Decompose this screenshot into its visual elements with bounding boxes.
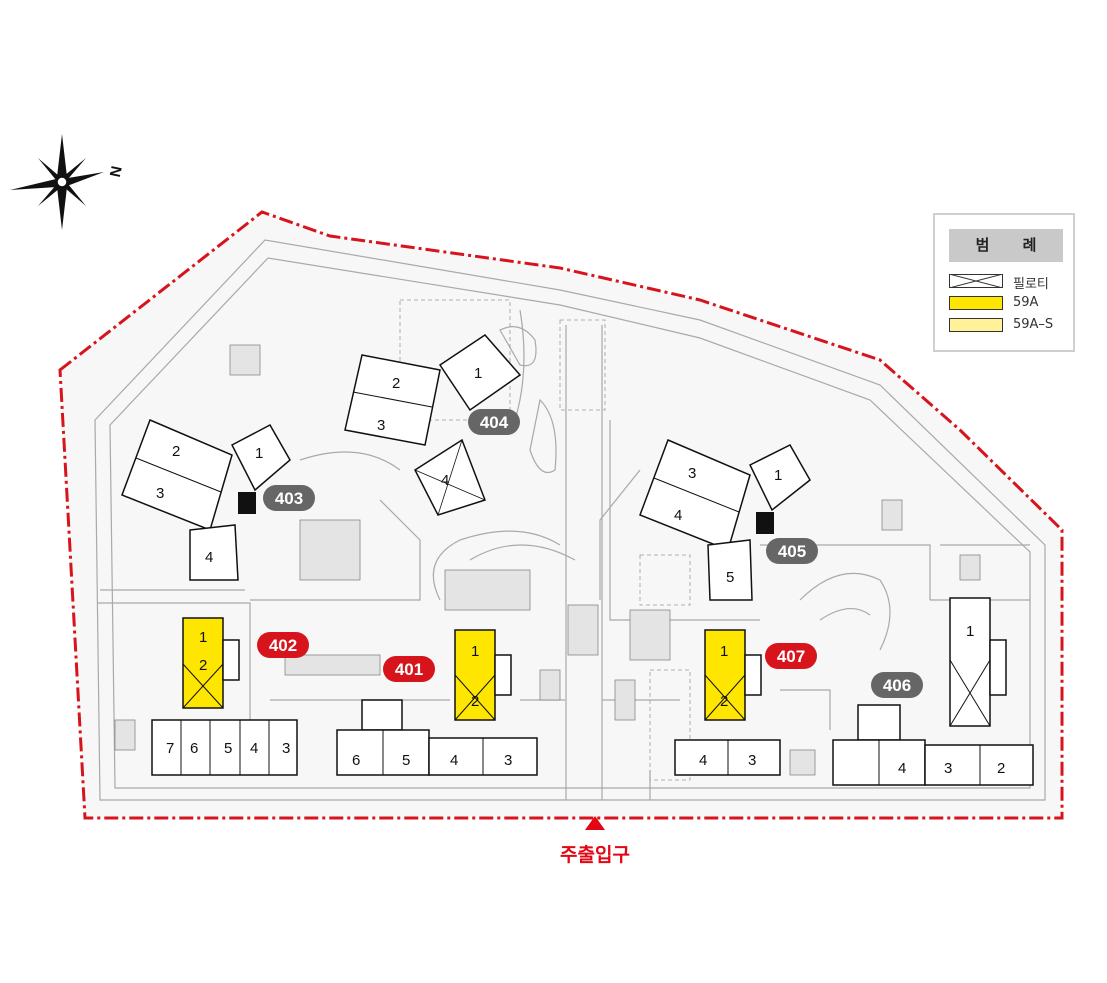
unit-label: 2 [471, 693, 479, 710]
unit-label: 4 [205, 549, 213, 566]
building-401: 1 2 3 4 5 6 [336, 629, 538, 776]
unit-label: 1 [199, 629, 207, 646]
landscape-areas [114, 344, 981, 776]
unit-label: 3 [282, 740, 290, 757]
unit-label: 1 [966, 623, 974, 640]
badge-404[interactable]: 404 [468, 409, 520, 435]
unit-label: 2 [392, 375, 400, 392]
compass-rose-icon [10, 134, 104, 230]
badge-label: 405 [778, 542, 806, 561]
badge-label: 404 [480, 413, 509, 432]
building-404: 1 2 3 4 [344, 334, 522, 516]
legend-label: 59A [1013, 295, 1039, 310]
unit-label: 3 [944, 760, 952, 777]
piloti-swatch-icon [949, 274, 1003, 288]
badge-label: 401 [395, 660, 423, 679]
unit-label: 1 [474, 365, 482, 382]
59a-swatch [949, 296, 1003, 310]
legend-label: 59A–S [1013, 317, 1054, 332]
unit-label: 7 [166, 740, 174, 757]
legend-item-59a-s: 59A–S [949, 317, 1073, 334]
badge-405[interactable]: 405 [766, 538, 818, 564]
parking-outline [399, 299, 691, 781]
unit-label: 2 [199, 657, 207, 674]
unit-label: 1 [720, 643, 728, 660]
unit-label: 3 [688, 465, 696, 482]
unit-label: 5 [224, 740, 232, 757]
legend-box: 범 례 필로티 59A 59A–S [933, 213, 1075, 352]
unit-label: 6 [352, 752, 360, 769]
building-403: 1 2 3 4 [121, 419, 291, 581]
unit-label: 3 [377, 417, 385, 434]
unit-label: 3 [504, 752, 512, 769]
unit-label: 4 [441, 472, 449, 489]
badge-label: 402 [269, 636, 297, 655]
badge-407[interactable]: 407 [765, 643, 817, 669]
legend-title: 범 례 [949, 229, 1063, 262]
building-402: 1 2 3 4 5 6 7 [151, 617, 298, 776]
entrance-label: 주출입구 [560, 844, 630, 866]
unit-label: 5 [726, 569, 734, 586]
unit-label: 2 [997, 760, 1005, 777]
legend-item-59a: 59A [949, 295, 1073, 312]
unit-label: 5 [402, 752, 410, 769]
unit-label: 4 [250, 740, 258, 757]
main-entrance-marker: 주출입구 [540, 816, 650, 867]
59a-s-swatch [949, 318, 1003, 332]
unit-label: 4 [450, 752, 458, 769]
badge-label: 406 [883, 676, 911, 695]
unit-label: 2 [172, 443, 180, 460]
badge-label: 403 [275, 489, 303, 508]
compass-north-label: N [107, 165, 126, 179]
badge-402[interactable]: 402 [257, 632, 309, 658]
unit-label: 4 [699, 752, 707, 769]
unit-label: 2 [720, 693, 728, 710]
unit-label: 3 [748, 752, 756, 769]
road-network [94, 239, 1046, 801]
unit-label: 1 [471, 643, 479, 660]
building-406: 1 2 3 4 [832, 597, 1034, 786]
legend-label: 필로티 [1013, 277, 1049, 292]
building-407: 1 2 3 4 [674, 629, 781, 776]
badge-403[interactable]: 403 [263, 485, 315, 511]
unit-label: 1 [774, 467, 782, 484]
unit-label: 4 [674, 507, 682, 524]
badge-406[interactable]: 406 [871, 672, 923, 698]
entrance-arrow-icon [585, 816, 605, 830]
building-405: 1 3 4 5 [639, 439, 811, 601]
site-boundary [58, 210, 1064, 820]
unit-label: 1 [255, 445, 263, 462]
badge-401[interactable]: 401 [383, 656, 435, 682]
unit-label: 3 [156, 485, 164, 502]
unit-label: 6 [190, 740, 198, 757]
unit-label: 4 [898, 760, 906, 777]
legend-item-piloti: 필로티 [949, 274, 1073, 292]
badge-label: 407 [777, 647, 805, 666]
